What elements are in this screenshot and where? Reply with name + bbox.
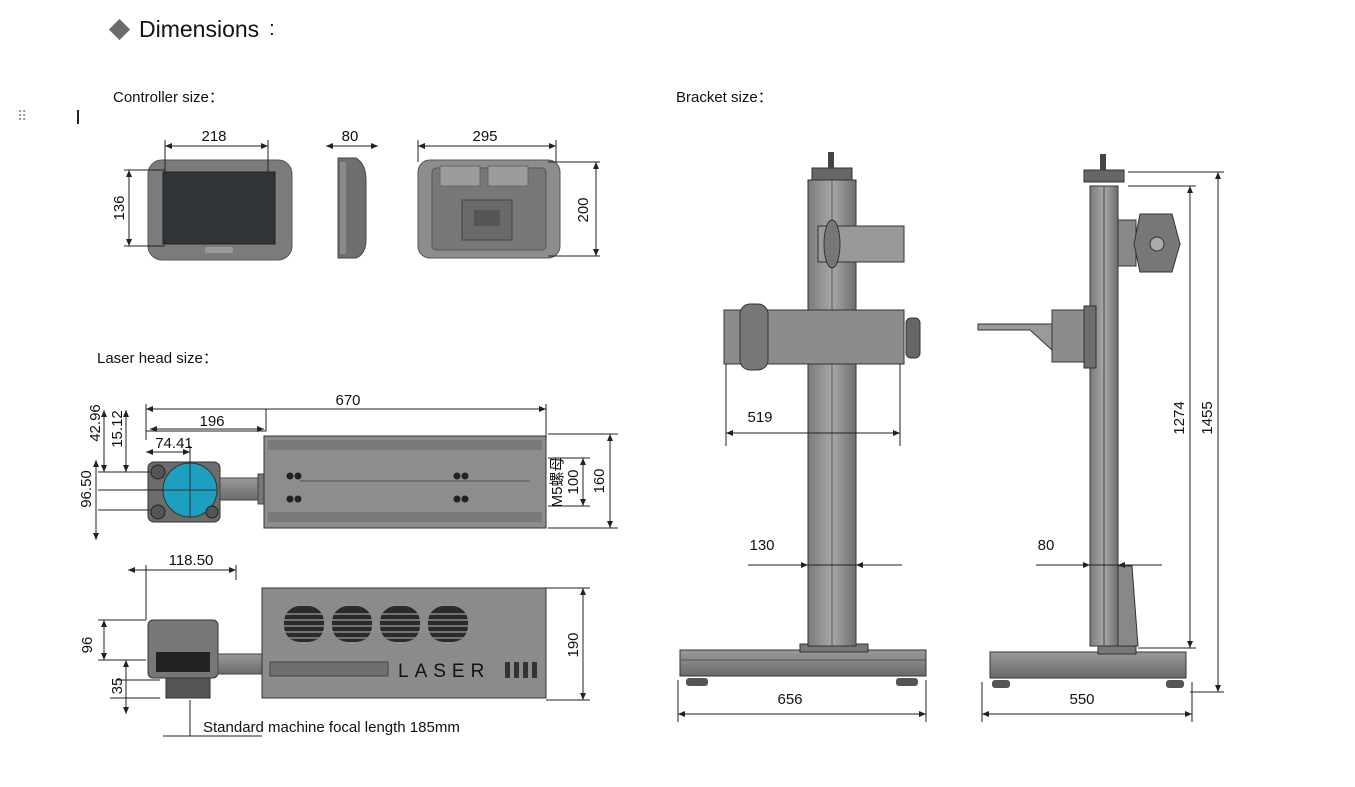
controller-back-view — [417, 159, 561, 259]
dim-15-12: 15.12 — [109, 410, 126, 448]
bracket-base-width-dim: 656 — [677, 680, 927, 722]
dim-m5-nut: M5螺母 — [549, 457, 566, 508]
dim-100: 100 — [565, 469, 582, 494]
laser-head-side-view: LASER — [147, 587, 547, 699]
controller-side-view — [337, 157, 367, 259]
laser-head-heights-dim: 96 35 — [79, 619, 160, 714]
laser-body-side-height-dim: 190 — [546, 587, 590, 701]
controller-size-label: Controller size： — [113, 89, 224, 106]
dim-130: 130 — [749, 537, 774, 554]
laser-side-offsets-dim: 42.96 15.12 96.50 — [78, 404, 165, 540]
page-title-text: Dimensions — [139, 16, 260, 42]
dim-35: 35 — [109, 678, 126, 695]
dim-218: 218 — [201, 128, 226, 145]
bracket-column-depth-dim: 80 — [1036, 537, 1162, 568]
controller-front-width-dim: 218 — [164, 128, 269, 172]
laser-brand-text: LASER — [398, 661, 490, 682]
laser-body-height-dims: M5螺母 100 160 — [548, 433, 618, 529]
focal-length-note: Standard machine focal length 185mm — [163, 700, 460, 737]
dim-1274: 1274 — [1171, 401, 1188, 434]
bracket-heights-dim: 1274 1455 — [1128, 171, 1224, 693]
dim-96-50: 96.50 — [78, 470, 95, 508]
dim-519: 519 — [747, 409, 772, 426]
dim-1455: 1455 — [1199, 401, 1216, 434]
bracket-arm-reach-dim: 519 — [725, 364, 901, 446]
laser-head-size-label: Laser head size： — [97, 350, 218, 367]
focal-length-text: Standard machine focal length 185mm — [203, 719, 460, 736]
dim-196: 196 — [199, 413, 224, 430]
controller-back-width-dim: 295 — [417, 128, 557, 162]
page-title: Dimensions : — [108, 16, 275, 43]
dim-136: 136 — [111, 195, 128, 220]
dim-74-41: 74.41 — [155, 435, 193, 452]
controller-front-height-dim: 136 — [111, 169, 165, 247]
laser-lens-offset-dim: 74.41 — [146, 435, 193, 465]
drag-handle-icon[interactable]: ⠿ — [17, 108, 27, 124]
bracket-size-label: Bracket size： — [676, 89, 773, 106]
text-cursor — [77, 110, 79, 124]
dim-160: 160 — [591, 468, 608, 493]
dim-670: 670 — [335, 392, 360, 409]
dim-200: 200 — [575, 197, 592, 222]
dim-80-bracket: 80 — [1038, 537, 1055, 554]
dim-80-controller: 80 — [342, 128, 359, 145]
bracket-column-width-dim: 130 — [748, 537, 902, 568]
dim-118-50: 118.50 — [169, 552, 214, 569]
laser-head-length-dim: 196 — [145, 408, 267, 432]
controller-front-view — [147, 159, 293, 261]
controller-side-depth-dim: 80 — [326, 128, 378, 149]
laser-head-top-view — [147, 435, 547, 529]
dim-190: 190 — [565, 632, 582, 657]
dim-42-96: 42.96 — [87, 404, 104, 442]
dim-295: 295 — [472, 128, 497, 145]
bracket-side-view — [977, 154, 1187, 688]
bracket-front-view — [679, 152, 927, 686]
laser-head-width-dim: 118.50 — [128, 552, 237, 620]
bracket-base-depth-dim: 550 — [981, 682, 1193, 722]
controller-back-height-dim: 200 — [548, 161, 600, 257]
dim-96: 96 — [79, 637, 96, 654]
page-title-colon: : — [269, 18, 275, 40]
dim-656: 656 — [777, 691, 802, 708]
vent-grilles — [284, 606, 468, 642]
dim-550: 550 — [1069, 691, 1094, 708]
